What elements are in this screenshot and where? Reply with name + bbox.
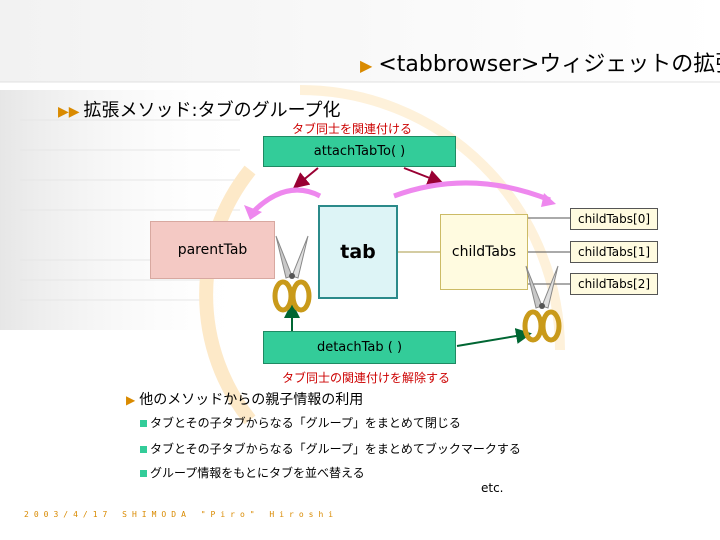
link-curve-left <box>248 187 322 217</box>
parent-tab-box: parentTab <box>150 221 275 279</box>
bullet-square-icon <box>140 420 147 427</box>
detach-tab-button: detachTab ( ) <box>263 331 456 364</box>
bullet-square-icon <box>140 446 147 453</box>
list-item: グループ情報をもとにタブを並べ替える <box>140 464 365 481</box>
child-tab-2: childTabs[2] <box>570 273 658 295</box>
list-heading: ▶他のメソッドからの親子情報の利用 <box>126 392 364 408</box>
page-title: ▶<tabbrowser>ウィジェットの拡張 <box>360 52 720 77</box>
child-tabs-box: childTabs <box>440 214 528 290</box>
scissors-icon <box>522 265 562 343</box>
attach-note: タブ同士を関連付ける <box>292 122 413 136</box>
child-tab-0: childTabs[0] <box>570 208 658 230</box>
footer-credit: 2003/4/17 SHIMODA "Piro" Hiroshi <box>24 510 339 519</box>
bullet-square-icon <box>140 470 147 477</box>
attach-arrow-right <box>403 167 444 186</box>
bullet-arrow-icon: ▶▶ <box>58 104 80 120</box>
bullet-arrow-icon: ▶ <box>360 56 373 75</box>
list-item: タブとその子タブからなる「グループ」をまとめてブックマークする <box>140 440 521 457</box>
bullet-arrow-icon: ▶ <box>126 393 136 407</box>
child-tab-1: childTabs[1] <box>570 241 658 263</box>
detach-arrow-right <box>456 328 532 347</box>
tab-box: tab <box>318 205 398 299</box>
detach-note: タブ同士の関連付けを解除する <box>282 371 451 385</box>
scissors-icon <box>272 235 312 313</box>
section-heading: ▶▶拡張メソッド:タブのグループ化 <box>58 100 341 121</box>
list-item: タブとその子タブからなる「グループ」をまとめて閉じる <box>140 414 461 431</box>
attach-arrow-left <box>292 167 319 189</box>
etc-label: etc. <box>481 481 504 495</box>
attach-tab-to-button: attachTabTo( ) <box>263 136 456 167</box>
link-curve-right <box>393 180 551 203</box>
